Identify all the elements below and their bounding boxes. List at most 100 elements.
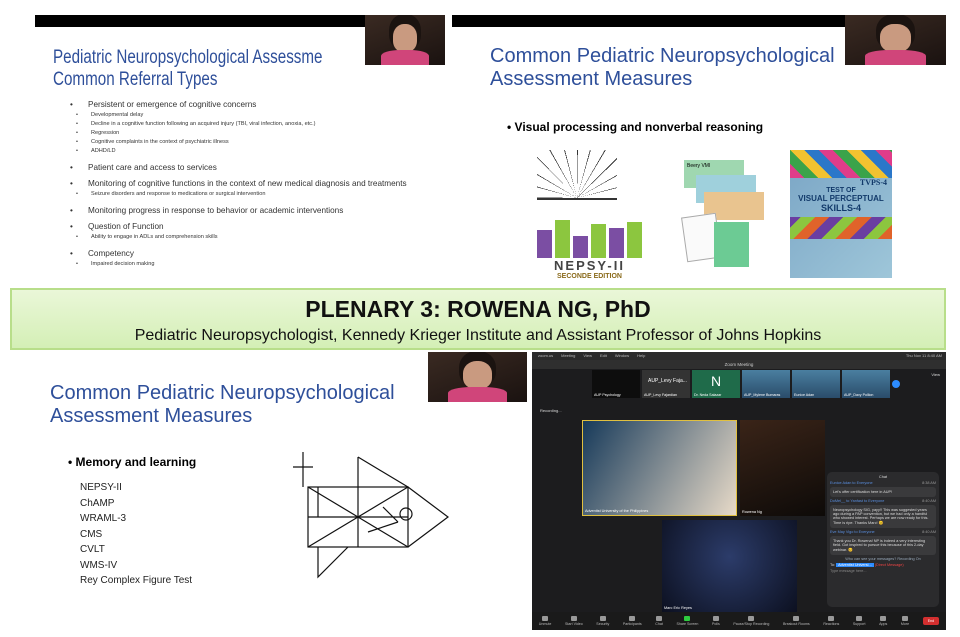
sub-bullet: Seizure disorders and response to medica… bbox=[76, 190, 442, 199]
chat-time: 8:38 AM bbox=[922, 481, 936, 485]
bullet-item: Persistent or emergence of cognitive con… bbox=[62, 100, 442, 156]
video-speaker3: Marc Eric Reyes bbox=[662, 520, 797, 612]
chat-text: Let's offer certification here in AUP! bbox=[830, 487, 936, 497]
bullet-text: Monitoring progress in response to behav… bbox=[88, 206, 344, 215]
participant-name: Dr. Neda Salazar bbox=[694, 393, 722, 397]
slide2-bullet: • Visual processing and nonverbal reason… bbox=[507, 120, 764, 134]
participant-tile[interactable]: N Dr. Neda Salazar bbox=[692, 370, 740, 398]
toolbar-icon bbox=[901, 616, 908, 621]
sunburst-figure bbox=[537, 150, 617, 200]
toolbar-button-breakout-rooms[interactable]: Breakout Rooms bbox=[783, 616, 810, 626]
measure-item: NEPSY-II bbox=[80, 482, 122, 493]
recipient-dropdown[interactable]: Adventist Universi... bbox=[836, 563, 874, 567]
toolbar-icon bbox=[656, 616, 663, 621]
menu-item[interactable]: Edit bbox=[599, 353, 607, 358]
sub-bullet: ADHD/LD bbox=[76, 147, 442, 156]
participant-tile[interactable]: AUP_Levy Faja...AUP_Levy Fajardian bbox=[642, 370, 690, 398]
menu-item[interactable]: Help bbox=[637, 353, 646, 358]
toolbar-icon bbox=[793, 616, 800, 621]
window-title: Zoom Meeting bbox=[532, 360, 946, 369]
menu-item[interactable]: View bbox=[583, 353, 592, 358]
view-button[interactable]: View bbox=[931, 372, 940, 377]
nepsy-logo: NEPSY-II SECONDE EDITION bbox=[537, 220, 642, 280]
bullet-text: Competency bbox=[88, 249, 134, 258]
slide1-bullets: Persistent or emergence of cognitive con… bbox=[62, 100, 442, 276]
bullet-item: Question of FunctionAbility to engage in… bbox=[62, 222, 442, 242]
measure-item: CMS bbox=[80, 528, 103, 540]
toolbar-button-apps[interactable]: Apps bbox=[879, 616, 887, 626]
toolbar-icon bbox=[828, 616, 835, 621]
participant-name: AUP_Levy Fajardian bbox=[644, 393, 677, 397]
end-meeting-button[interactable]: End bbox=[922, 617, 940, 625]
participant-tile[interactable]: Eunice Adan bbox=[792, 370, 840, 398]
measure-item: Rey Complex Figure Test bbox=[80, 575, 193, 586]
toolbar-button-unmute[interactable]: Unmute bbox=[539, 616, 551, 626]
participant-tile[interactable]: AUP_Mylene Bumaras bbox=[742, 370, 790, 398]
recording-indicator[interactable]: Recording... bbox=[540, 408, 562, 413]
menu-item[interactable]: Window bbox=[614, 353, 630, 358]
toolbar-button-support[interactable]: Support bbox=[853, 616, 866, 626]
rey-complex-figure bbox=[293, 452, 449, 579]
toolbar-icon bbox=[629, 616, 636, 621]
slide3-bullet: • Memory and learning bbox=[68, 455, 197, 469]
sub-bullet: Cognitive complaints in the context of p… bbox=[76, 138, 442, 147]
chat-input[interactable]: Type message here... bbox=[830, 569, 867, 573]
sub-bullet: Regression bbox=[76, 129, 442, 138]
sub-bullets: Seizure disorders and response to medica… bbox=[76, 190, 442, 199]
bullet-item: CompetencyImpaired decision making bbox=[62, 249, 442, 269]
tvps4-cover: TVPS-4 TEST OF VISUAL PERCEPTUAL SKILLS-… bbox=[790, 150, 892, 278]
chat-time: 8:40 AM bbox=[922, 499, 936, 503]
sub-bullets: Developmental delayDecline in a cognitiv… bbox=[76, 111, 442, 156]
toolbar-icon bbox=[712, 616, 719, 621]
toolbar-button-polls[interactable]: Polls bbox=[712, 616, 720, 626]
bullet-item: Monitoring progress in response to behav… bbox=[62, 206, 442, 215]
participant-name: AUP_Davy Pollion bbox=[844, 393, 874, 397]
sub-bullet: Ability to engage in ADLs and comprehens… bbox=[76, 233, 442, 242]
toolbar-icon bbox=[542, 616, 549, 621]
banner-subtitle: Pediatric Neuropsychologist, Kennedy Kri… bbox=[134, 327, 822, 344]
participant-name: Eunice Adan bbox=[794, 393, 815, 397]
toolbar-button-share-screen[interactable]: Share Screen bbox=[676, 616, 698, 626]
toolbar-button-chat[interactable]: Chat bbox=[655, 616, 663, 626]
tile-initial: N bbox=[710, 373, 722, 389]
plenary-banner: PLENARY 3: ROWENA NG, PhD Pediatric Neur… bbox=[10, 288, 946, 350]
toolbar-button-more[interactable]: More bbox=[901, 616, 909, 626]
toolbar-button-pause-stop-recording[interactable]: Pause/Stop Recording bbox=[733, 616, 769, 626]
sub-bullets: Impaired decision making bbox=[76, 260, 442, 269]
presenter-webcam bbox=[428, 352, 527, 402]
measure-item: CVLT bbox=[80, 544, 105, 555]
toolbar-button-security[interactable]: Security bbox=[596, 616, 609, 626]
toolbar-button-start-video[interactable]: Start Video bbox=[565, 616, 583, 626]
measure-item: WRAML-3 bbox=[80, 513, 127, 524]
bullet-text: Persistent or emergence of cognitive con… bbox=[88, 100, 257, 109]
presenter-webcam bbox=[365, 15, 445, 65]
bullet-text: Question of Function bbox=[88, 222, 164, 231]
toolbar-button-participants[interactable]: Participants bbox=[623, 616, 642, 626]
beery-vmi-forms: Beery VMI bbox=[681, 160, 764, 270]
clock: Thu Nov 11 8:40 AM bbox=[905, 353, 942, 358]
participant-tile[interactable]: AUP_Davy Pollion bbox=[842, 370, 890, 398]
mac-menubar: zoom.us Meeting View Edit Window Help bbox=[532, 352, 946, 360]
sub-bullet: Developmental delay bbox=[76, 111, 442, 120]
measure-item: ChAMP bbox=[80, 497, 115, 509]
measure-item: WMS-IV bbox=[80, 559, 118, 571]
toolbar-icon bbox=[748, 616, 755, 621]
menu-item[interactable]: Meeting bbox=[561, 353, 576, 358]
toolbar-button-reactions[interactable]: Reactions bbox=[823, 616, 839, 626]
participant-tile[interactable]: AUP Psychology bbox=[592, 370, 640, 398]
sub-bullet: Impaired decision making bbox=[76, 260, 442, 269]
next-participants-button[interactable] bbox=[892, 380, 900, 388]
menu-item[interactable]: zoom.us bbox=[538, 353, 554, 358]
